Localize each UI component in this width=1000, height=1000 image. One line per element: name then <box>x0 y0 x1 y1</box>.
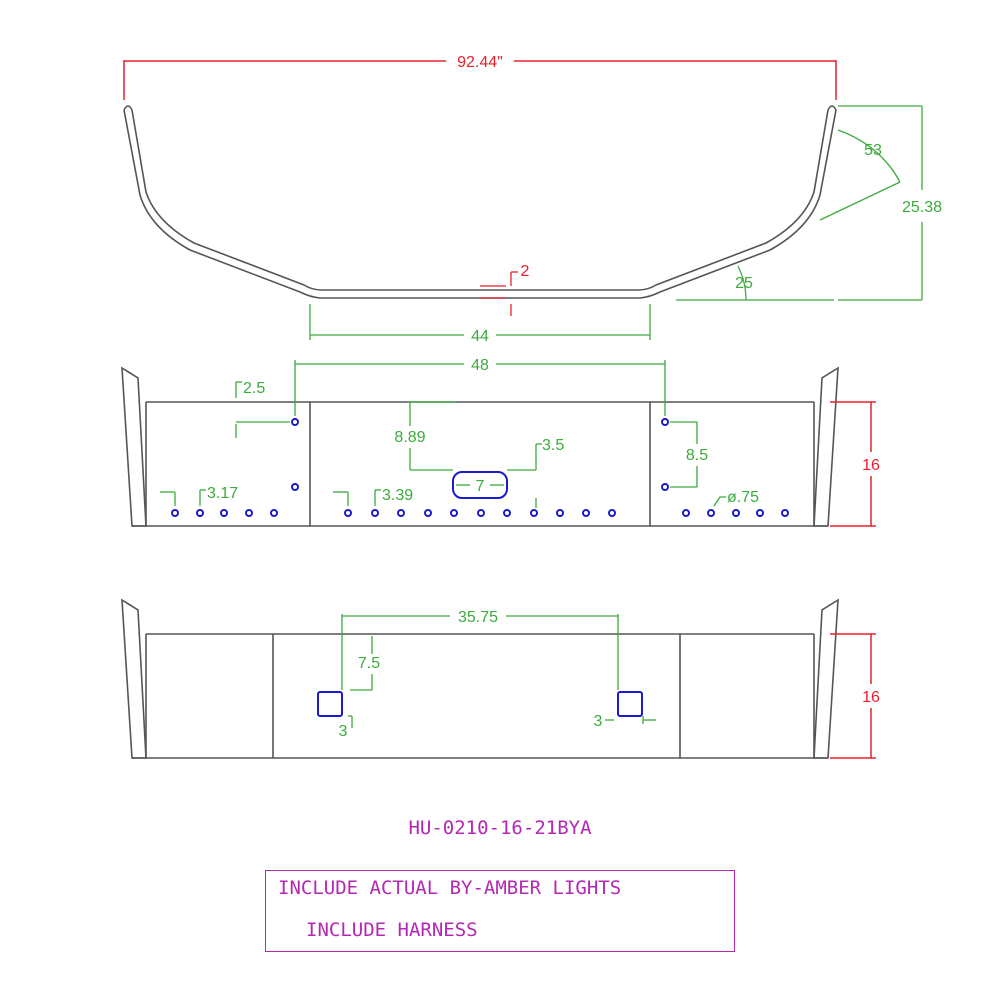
bolt-hole <box>781 509 789 517</box>
slot-offset-label: 3.5 <box>542 437 564 454</box>
bolt-hole <box>397 509 405 517</box>
center-angle-dimension <box>676 265 834 301</box>
front-height-dimension <box>830 401 876 527</box>
top-view <box>123 105 837 299</box>
slot-height-label: 8.89 <box>394 429 425 446</box>
light-view <box>121 598 839 759</box>
bolt-hole <box>220 509 228 517</box>
light-height-label: 7.5 <box>358 655 380 672</box>
bumper-profile-outer <box>123 109 837 299</box>
light-pocket-right <box>617 691 643 717</box>
light-view-left-end <box>121 598 147 759</box>
hole-diameter-label: ø.75 <box>727 489 759 506</box>
bolt-hole <box>530 509 538 517</box>
front-holes <box>171 418 789 517</box>
front-left-end <box>121 366 147 527</box>
profile-left-end <box>123 105 133 111</box>
light-view-height-label: 16 <box>862 689 880 706</box>
center-offset-label: 2 <box>521 263 530 280</box>
light-left-size-label: 3 <box>339 723 348 740</box>
notes-box: INCLUDE ACTUAL BY-AMBER LIGHTS INCLUDE H… <box>265 870 735 952</box>
bolt-hole <box>503 509 511 517</box>
center-width-label: 44 <box>471 328 489 345</box>
bolt-hole <box>344 509 352 517</box>
bolt-hole <box>245 509 253 517</box>
light-span-label: 35.75 <box>458 609 498 626</box>
light-view-height-dimension <box>830 633 876 759</box>
bolt-hole <box>424 509 432 517</box>
bolt-hole <box>450 509 458 517</box>
bolt-hole <box>608 509 616 517</box>
slot-width-label: 7 <box>476 478 485 495</box>
center-slot <box>452 471 508 499</box>
center-angle-label: 25 <box>735 275 753 292</box>
mount-hole <box>291 483 299 491</box>
mount-hole <box>661 418 669 426</box>
bolt-hole <box>196 509 204 517</box>
overall-width-label: 92.44" <box>457 54 503 71</box>
bolt-hole <box>707 509 715 517</box>
part-number: HU-0210-16-21BYA <box>408 817 592 839</box>
overall-width-dimension <box>123 60 837 100</box>
note-lights: INCLUDE ACTUAL BY-AMBER LIGHTS <box>278 877 622 899</box>
bumper-profile-inner <box>131 109 829 291</box>
height-label: 25.38 <box>902 199 942 216</box>
bolt-hole <box>270 509 278 517</box>
front-dimensions <box>160 360 726 508</box>
front-height-label: 16 <box>862 457 880 474</box>
light-dimensions <box>341 614 656 728</box>
front-right-end <box>813 366 839 527</box>
bolt-hole <box>556 509 564 517</box>
left-offset-label: 2.5 <box>243 380 265 397</box>
bolt-hole <box>732 509 740 517</box>
mount-hole <box>291 418 299 426</box>
light-view-right-end <box>813 598 839 759</box>
wing-angle-dimension <box>819 129 901 221</box>
bolt-hole <box>582 509 590 517</box>
light-pocket-left <box>317 691 343 717</box>
light-pockets <box>317 691 643 717</box>
profile-right-end <box>827 105 837 111</box>
right-hole-spacing-label: 8.5 <box>686 447 708 464</box>
bolt-hole <box>371 509 379 517</box>
front-view <box>121 366 839 527</box>
bolt-hole <box>171 509 179 517</box>
bolt-hole <box>682 509 690 517</box>
hole-span-label: 48 <box>471 357 489 374</box>
light-right-size-label: 3 <box>594 713 603 730</box>
bolt-hole <box>756 509 764 517</box>
center-width-dimension <box>309 304 651 340</box>
center-offset-dimension <box>480 271 518 316</box>
bolt-hole <box>477 509 485 517</box>
left-hole-pitch-label: 3.17 <box>207 485 238 502</box>
height-dimension <box>838 105 923 301</box>
note-harness: INCLUDE HARNESS <box>306 919 478 941</box>
center-hole-pitch-label: 3.39 <box>382 487 413 504</box>
wing-angle-label: 53 <box>864 142 882 159</box>
mount-hole <box>661 483 669 491</box>
